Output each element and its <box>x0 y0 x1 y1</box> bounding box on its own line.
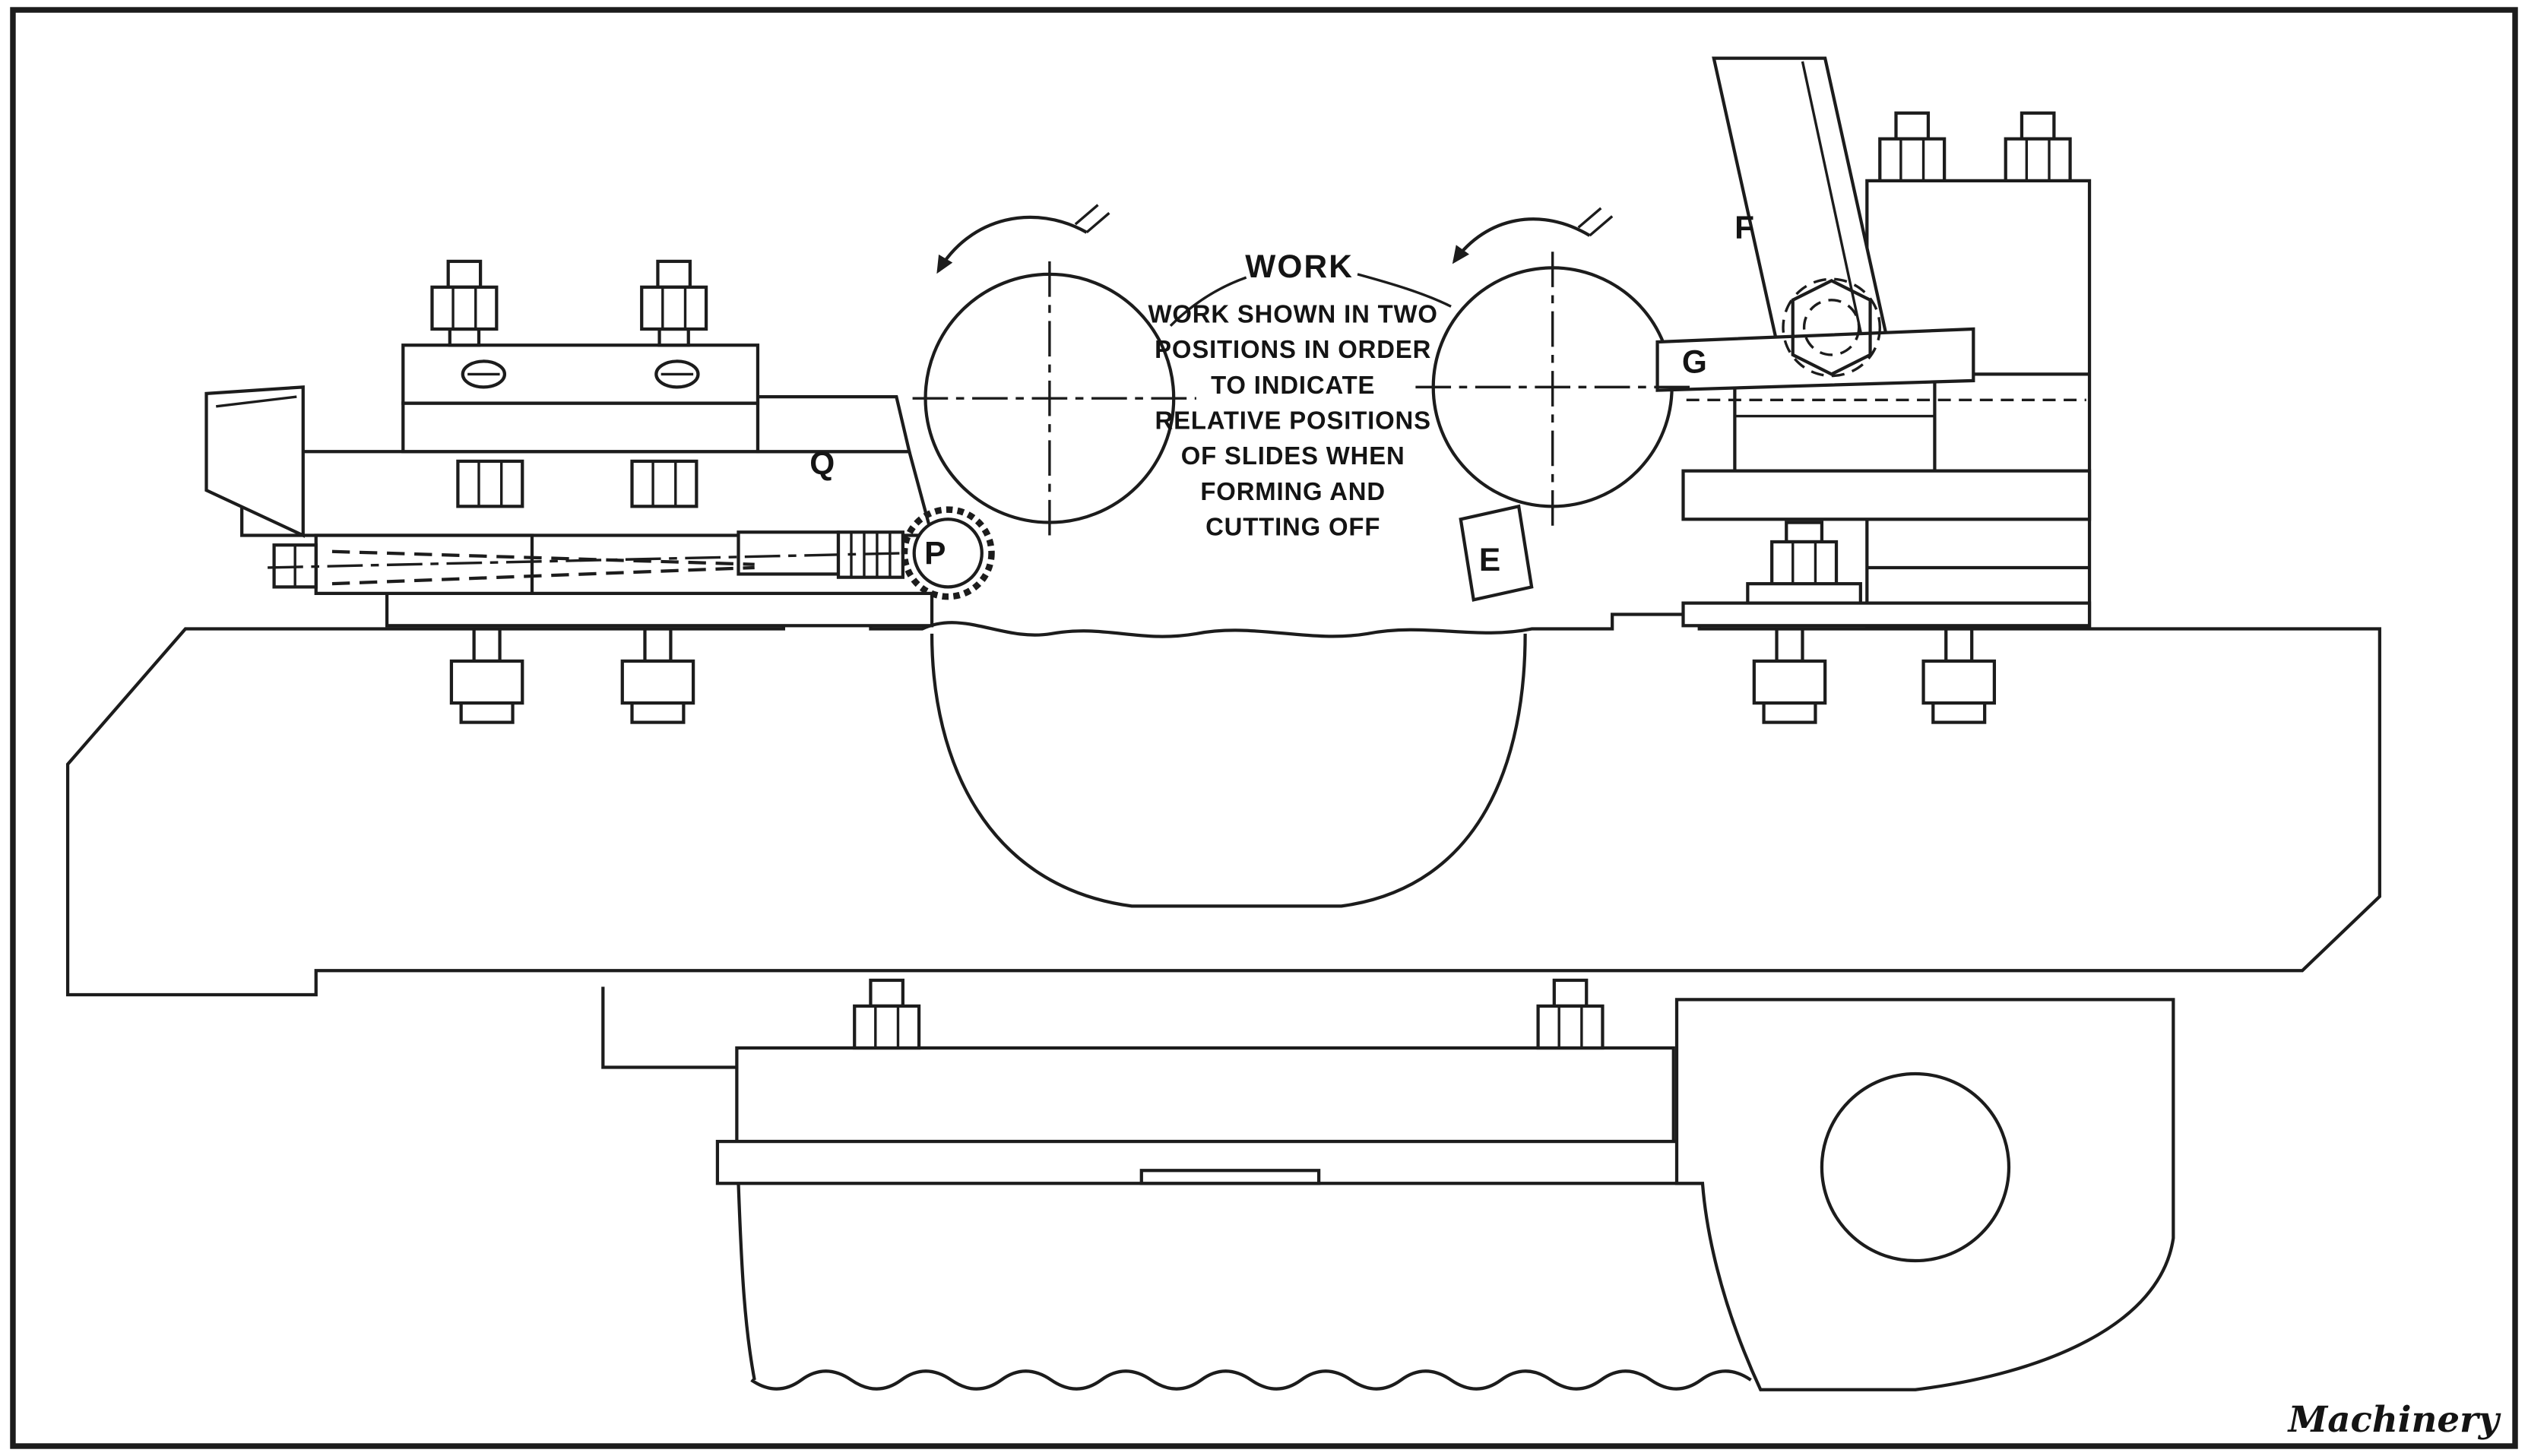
bed-outline <box>65 612 2381 997</box>
machine-bed <box>65 612 2381 997</box>
carriage-left-curve <box>737 1183 756 1381</box>
forming-tool-wedge <box>204 385 305 538</box>
label-e: E <box>1479 542 1500 578</box>
bolt-shank-1 <box>448 327 481 347</box>
annotation-line-7: CUTTING OFF <box>1205 513 1380 541</box>
rotation-arrow-left-feathers <box>1074 204 1110 234</box>
pivot-circle-outer <box>1782 277 1881 378</box>
label-f: F <box>1734 210 1754 245</box>
adjust-block <box>737 530 841 576</box>
tool-centerline <box>268 552 907 569</box>
slot-screw-left <box>463 361 505 387</box>
annotation-line-3: TO INDICATE <box>1211 371 1375 399</box>
annotation-line-6: FORMING AND <box>1200 477 1386 505</box>
gib-taper-line-2 <box>331 565 755 586</box>
annotation-line-2: POSITIONS IN ORDER <box>1155 335 1431 363</box>
work-label: WORK <box>1245 248 1354 284</box>
work-centerlines <box>912 252 1690 539</box>
rotation-arrow-left <box>936 215 1088 274</box>
work-leader-right <box>1357 273 1452 308</box>
label-q: Q <box>809 445 835 481</box>
carriage-bore-hole <box>1820 1071 2011 1263</box>
right-stud <box>1785 521 1824 544</box>
right-tool-slide <box>1459 56 2092 723</box>
rotation-arrow-right-feathers <box>1577 207 1614 237</box>
left-clamp-plate-upper <box>401 343 760 405</box>
left-inner-bolt-2 <box>632 461 697 506</box>
tool-arm-inner-line <box>1801 61 1868 362</box>
carriage-plate-upper <box>735 1046 1675 1144</box>
right-wide-block <box>1681 469 2092 521</box>
lower-carriage <box>601 980 2175 1391</box>
right-lower-hex <box>1772 542 1836 587</box>
right-base-strip <box>1681 601 2092 628</box>
annotation-line-5: OF SLIDES WHEN <box>1181 442 1405 470</box>
right-mid-block <box>1733 378 1937 473</box>
diagram-labels: WORK WORK SHOWN IN TWO POSITIONS IN ORDE… <box>809 210 2501 1441</box>
left-tool-slide <box>204 261 995 723</box>
left-base-strip <box>385 591 934 628</box>
bolt-shank-2 <box>657 327 690 347</box>
slot-screw-right <box>656 361 698 387</box>
pivot-circle-inner <box>1802 299 1861 356</box>
knurled-knob <box>912 518 984 589</box>
swing-bar <box>1655 327 1975 392</box>
work-leaders <box>1169 273 1452 327</box>
knurled-knob-serration <box>901 506 995 600</box>
left-inner-bolt-1 <box>458 461 522 506</box>
work-leader-left <box>1169 276 1247 327</box>
right-lower-plate <box>1746 582 1862 605</box>
bed-arch-line <box>930 633 1527 908</box>
left-clamp-plate-lower <box>401 401 760 454</box>
cutoff-blade-e <box>1459 504 1534 602</box>
tool-wedge-detail-line <box>216 395 297 408</box>
signature: Machinery <box>2287 1399 2501 1441</box>
annotation-line-1: WORK SHOWN IN TWO <box>1148 300 1438 328</box>
left-slide-rail <box>756 394 912 454</box>
gib-taper-line-1 <box>331 549 755 566</box>
carriage-step-line <box>601 986 737 1069</box>
cutoff-tool-bar <box>314 533 534 596</box>
rotation-arrow-right <box>1452 217 1591 264</box>
label-g: G <box>1682 343 1707 379</box>
rotation-arrows <box>936 204 1614 274</box>
carriage-key-tab <box>1139 1169 1321 1185</box>
annotation-line-4: RELATIVE POSITIONS <box>1155 407 1430 435</box>
break-line-wavy <box>750 1369 1752 1391</box>
label-p: P <box>924 536 946 571</box>
